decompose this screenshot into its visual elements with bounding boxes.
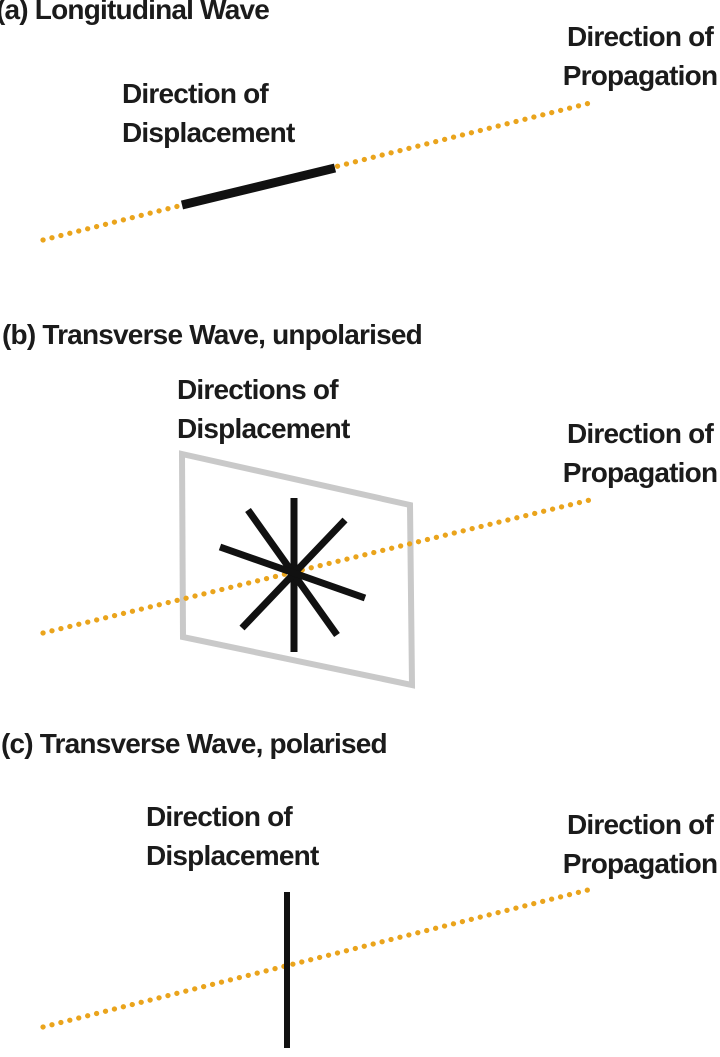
- star-line-horizontal: [218, 543, 367, 602]
- panel-c-propagation-label: Direction of Propagation: [545, 805, 720, 883]
- panel-a-displacement-label-line1: Direction of: [122, 78, 269, 109]
- panel-c-displacement-label: Direction of Displacement: [146, 797, 319, 875]
- panel-a-displacement-label: Direction of Displacement: [122, 74, 295, 152]
- panel-a-propagation-label-line2: Propagation: [562, 60, 718, 91]
- panel-b-propagation-label: Direction of Propagation: [545, 414, 720, 492]
- displacement-line-a: [180, 163, 337, 210]
- panel-a-title: (a) Longitudinal Wave: [0, 0, 270, 25]
- displacement-star: [218, 498, 367, 652]
- panel-c-displacement-label-line2: Displacement: [146, 840, 319, 871]
- panel-b-displacement-label: Directions of Displacement: [177, 370, 350, 448]
- panel-c-graphics: [40, 887, 591, 1048]
- panel-b-propagation-label-line2: Propagation: [562, 457, 718, 488]
- panel-c-propagation-label-line1: Direction of: [567, 809, 714, 840]
- panel-b-displacement-label-line1: Directions of: [177, 374, 339, 405]
- panel-a-propagation-label: Direction of Propagation: [545, 17, 720, 95]
- panel-c-title: (c) Transverse Wave, polarised: [1, 728, 388, 759]
- panel-a-propagation-label-line1: Direction of: [567, 21, 714, 52]
- panel-b-title: (b) Transverse Wave, unpolarised: [2, 319, 423, 350]
- panel-c-displacement-label-line1: Direction of: [146, 801, 293, 832]
- panel-b-propagation-label-line1: Direction of: [567, 418, 714, 449]
- panel-a-displacement-label-line2: Displacement: [122, 117, 295, 148]
- propagation-dotted-line-c: [40, 887, 591, 1030]
- panel-a-graphics: [40, 100, 593, 243]
- panel-b-displacement-label-line2: Displacement: [177, 413, 350, 444]
- panel-b-graphics: [40, 450, 593, 689]
- polarisation-plane: [178, 450, 416, 689]
- propagation-dotted-line-b: [40, 497, 593, 636]
- panel-c-propagation-label-line2: Propagation: [562, 848, 718, 879]
- propagation-dotted-line-a: [40, 100, 593, 243]
